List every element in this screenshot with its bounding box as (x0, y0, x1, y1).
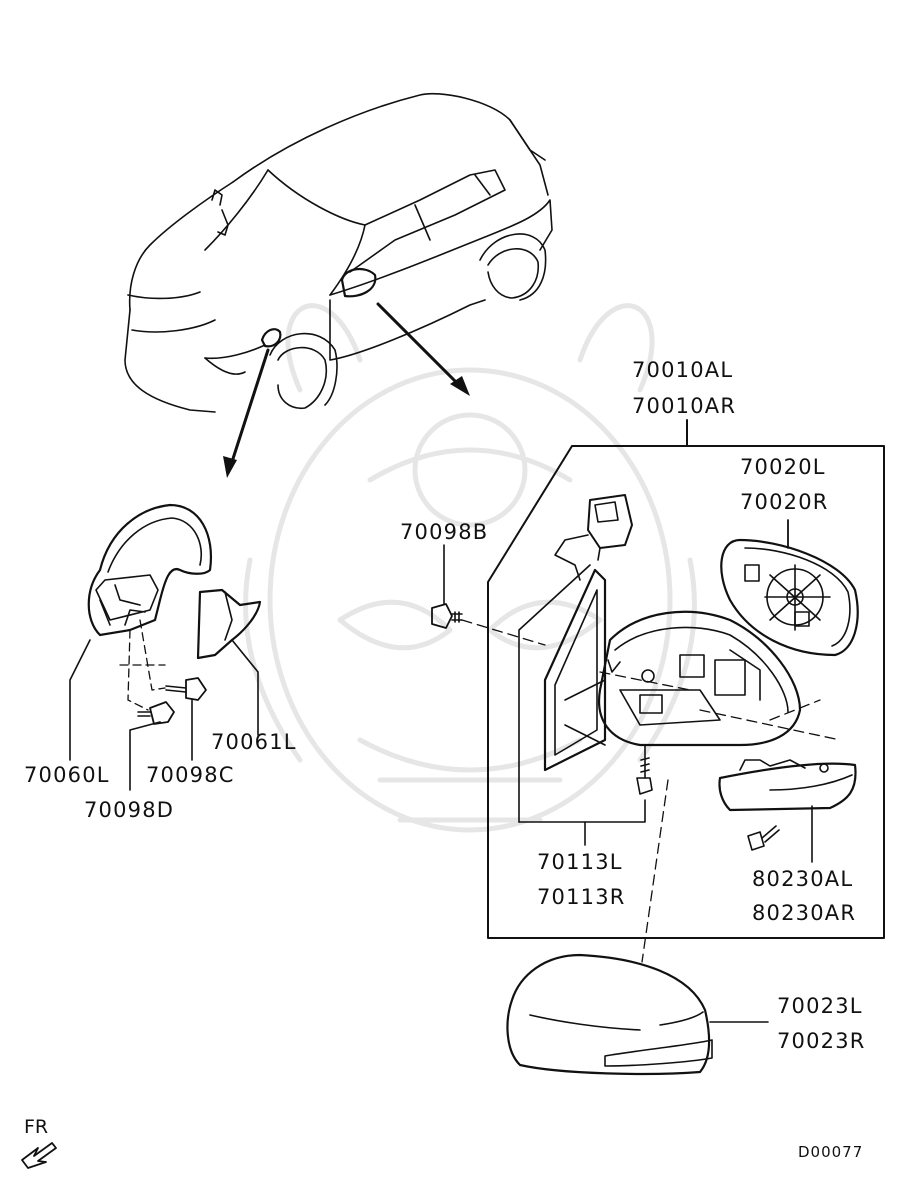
diagram-code: D00077 (798, 1143, 864, 1161)
label-70023r: 70023R (777, 1029, 866, 1053)
mirror-housing-part (597, 610, 802, 747)
left-leader-lines (69, 639, 259, 791)
label-70061l: 70061L (211, 730, 297, 754)
front-arrow-icon (21, 1142, 57, 1169)
turn-signal-lamp-part (718, 759, 857, 812)
leader-lines (518, 564, 646, 846)
assembly-box (487, 445, 885, 939)
label-70023l: 70023L (777, 994, 863, 1018)
wire-connector-part (554, 494, 633, 581)
label-80230ar: 80230AR (752, 901, 857, 925)
mirror-base-cover-70061 (196, 588, 262, 660)
assembly-dash-lines (461, 619, 841, 963)
samurai-watermark-icon (243, 303, 697, 833)
bolt-70098c (165, 677, 207, 701)
label-70098c: 70098C (146, 763, 235, 787)
mirror-cover-70060 (87, 503, 213, 637)
label-70098b: 70098B (400, 520, 489, 544)
mirror-cover-part (506, 953, 713, 1076)
screw-70113 (636, 744, 653, 795)
label-70098d: 70098D (84, 798, 175, 822)
label-70020r: 70020R (740, 490, 829, 514)
label-70010ar: 70010AR (632, 394, 737, 418)
bolt-70098d (137, 701, 175, 725)
direction-label: FR (24, 1116, 49, 1138)
screw-80230 (747, 825, 780, 851)
left-dash-lines (119, 619, 166, 711)
label-70060l: 70060L (24, 763, 110, 787)
label-70113r: 70113R (537, 885, 626, 909)
label-70020l: 70020L (740, 455, 826, 479)
vehicle-outline (124, 92, 553, 413)
mirror-glass-part (720, 538, 859, 657)
label-70010al: 70010AL (632, 358, 734, 382)
label-70113l: 70113L (537, 850, 623, 874)
label-80230al: 80230AL (752, 867, 854, 891)
mirror-base-part (543, 568, 607, 772)
pointer-arrows (228, 302, 464, 470)
